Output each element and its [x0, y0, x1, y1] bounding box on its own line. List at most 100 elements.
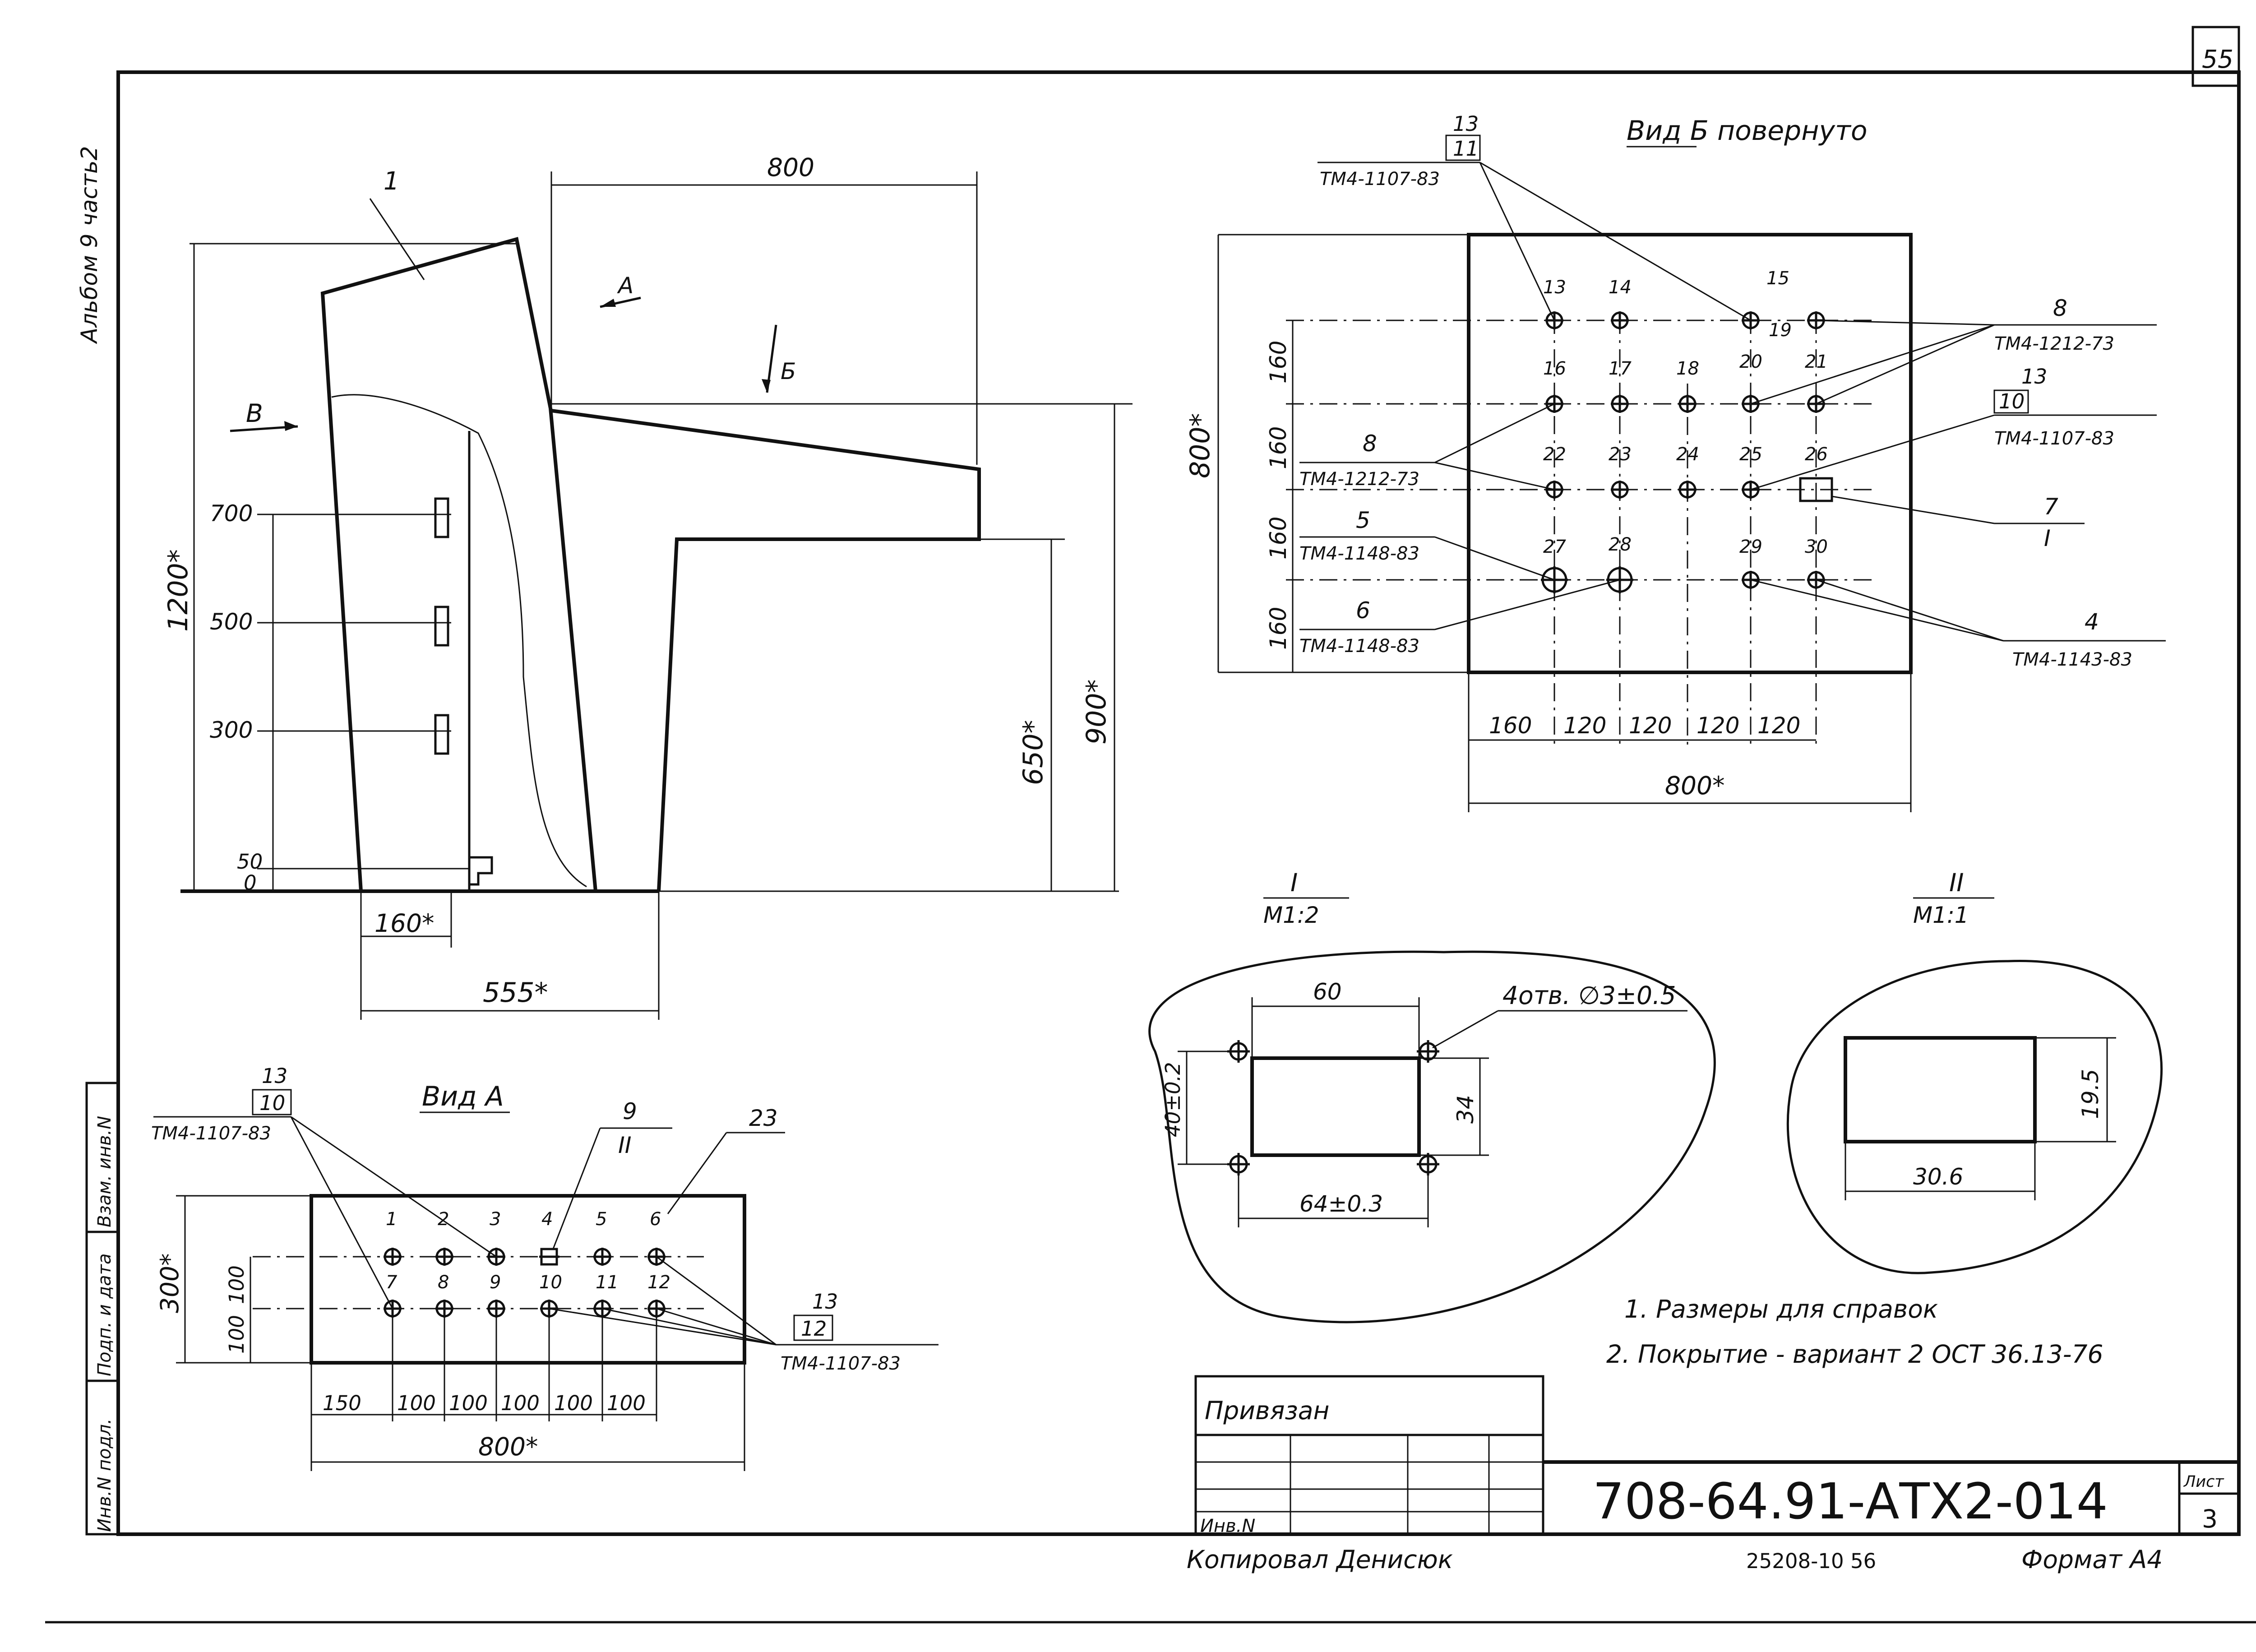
document-code: 708-64.91-АТХ2-014 — [1593, 1472, 2108, 1530]
callout-4-code: ТМ4-1143-83 — [2012, 649, 2132, 670]
callout-a-10: 10 — [259, 1091, 285, 1115]
hole-label: 24 — [1676, 444, 1699, 465]
dim-a-100-bottom: 100 — [225, 1315, 249, 1354]
hole-label: 3 — [490, 1209, 501, 1230]
dim-a-300: 300* — [155, 1254, 184, 1313]
side-stamp: Инв.N подл. Подп. и дата Взам. инв.N — [85, 1082, 120, 1536]
hole-label: 2 — [438, 1209, 449, 1230]
callout-a-9: 9 — [623, 1098, 637, 1124]
view-a-holes — [384, 1248, 666, 1318]
hole-label: 29 — [1739, 537, 1762, 557]
sheet-frame: 55 — [45, 26, 2256, 1624]
callout-13-10-code: ТМ4-1107-83 — [1994, 428, 2114, 449]
item-label-1: 1 — [384, 167, 399, 195]
dim-h-120c: 120 — [1697, 713, 1739, 739]
note-2: 2. Покрытие - вариант 2 ОСТ 36.13-76 — [1606, 1340, 2103, 1369]
view-a: Вид А 1 2 3 4 5 6 7 8 9 — [151, 1064, 938, 1471]
hole-label: 27 — [1543, 537, 1566, 557]
dim-h-120b: 120 — [1629, 713, 1672, 739]
hole-label: 26 — [1805, 444, 1828, 465]
hole-label: 11 — [596, 1272, 619, 1293]
callout-13-10-mid: 10 — [1999, 389, 2025, 413]
dim-h-120d: 120 — [1757, 713, 1800, 739]
dim-160-v2: 160 — [1265, 426, 1291, 469]
detail-1-title: I — [1290, 868, 1298, 897]
dim-base-left: 160* — [374, 909, 434, 938]
title-block: Привязан Инв.N 708-64.91-АТХ2-014 Лист 3… — [1187, 1375, 2240, 1574]
hole-label: 15 — [1766, 268, 1789, 289]
detail-2-height: 19.5 — [2077, 1069, 2103, 1119]
callout-4: 4 — [2085, 609, 2099, 635]
view-b: Вид Б повернуто — [1184, 112, 2166, 812]
level-0: 0 — [244, 871, 257, 895]
dim-800-horizontal: 800* — [1665, 771, 1724, 800]
level-300: 300 — [210, 717, 253, 743]
note-1: 1. Размеры для справок — [1624, 1295, 1938, 1323]
detail-1-height-out: 40±0.2 — [1161, 1062, 1185, 1137]
callout-13-11-code: ТМ4-1107-83 — [1320, 169, 1440, 190]
callout-a-12: 12 — [801, 1317, 827, 1341]
callout-a-9-detail: II — [618, 1132, 632, 1158]
side-stamp-inv: Инв.N подл. — [94, 1418, 115, 1532]
copied-by: Копировал Денисюк — [1187, 1545, 1453, 1574]
callout-8-left-code: ТМ4-1212-73 — [1299, 469, 1419, 490]
callout-13-11-top: 13 — [1453, 112, 1479, 136]
hole-label: 19 — [1769, 320, 1792, 341]
view-a-title: Вид А — [422, 1081, 504, 1112]
dim-a-100c: 100 — [501, 1391, 540, 1415]
dim-height-total: 1200* — [162, 549, 194, 632]
hole-label: 21 — [1805, 352, 1828, 372]
callout-7: 7 — [2044, 494, 2058, 520]
dim-a-100e: 100 — [607, 1391, 646, 1415]
page-number: 55 — [2202, 45, 2233, 74]
hole-label: 10 — [539, 1272, 562, 1293]
detail-2: II М1:1 19.5 30.6 — [1787, 868, 2163, 1274]
dim-160-v3: 160 — [1265, 517, 1291, 560]
callout-a-23: 23 — [749, 1105, 778, 1131]
hole-label: 5 — [596, 1209, 607, 1230]
hole-label: 28 — [1609, 534, 1632, 555]
dim-160-v1: 160 — [1265, 341, 1291, 384]
callout-8-left: 8 — [1363, 430, 1377, 457]
dim-width-top: 800 — [767, 153, 814, 182]
hole-label: 13 — [1543, 277, 1566, 298]
dim-a-800: 800* — [478, 1432, 538, 1461]
level-700: 700 — [210, 500, 253, 527]
callout-5-code: ТМ4-1148-83 — [1299, 543, 1419, 564]
callout-7-detail: I — [2044, 525, 2051, 551]
detail-2-title: II — [1949, 868, 1964, 897]
callout-6-code: ТМ4-1148-83 — [1299, 636, 1419, 657]
list-number: 3 — [2202, 1504, 2218, 1533]
view-b-title: Вид Б повернуто — [1627, 115, 1868, 147]
hole-label: 25 — [1739, 444, 1762, 465]
detail-1-width-in: 60 — [1313, 979, 1342, 1005]
view-arrow-v: В — [246, 399, 263, 428]
privyazan-label: Привязан — [1205, 1396, 1329, 1425]
view-arrow-a: А — [617, 273, 633, 299]
level-50: 50 — [237, 850, 263, 874]
hole-label: 20 — [1739, 352, 1762, 372]
dim-height-table: 650* — [1017, 720, 1049, 785]
hole-label: 9 — [490, 1272, 501, 1293]
hole-label: 14 — [1609, 277, 1632, 298]
hole-label: 18 — [1676, 358, 1699, 379]
hole-label: 12 — [647, 1272, 670, 1293]
hole-label: 17 — [1609, 358, 1632, 379]
detail-2-scale: М1:1 — [1913, 902, 1969, 928]
dim-800-vertical: 800* — [1184, 413, 1216, 478]
callout-a-code: ТМ4-1107-83 — [151, 1123, 271, 1144]
hole-label: 4 — [541, 1209, 553, 1230]
hole-label: 16 — [1543, 358, 1566, 379]
inv-label: Инв.N — [1200, 1516, 1255, 1536]
hole-label: 7 — [386, 1272, 398, 1293]
main-view: 700 500 300 50 0 1200* 800 900* 650* 160… — [162, 153, 1133, 1020]
dim-a-100b: 100 — [449, 1391, 488, 1415]
hole-label: 1 — [386, 1209, 397, 1230]
order-number: 25208-10 56 — [1746, 1549, 1876, 1573]
hole-label: 22 — [1543, 444, 1566, 465]
album-label: Альбом 9 часть2 — [76, 146, 102, 344]
detail-1-scale: М1:2 — [1263, 902, 1319, 928]
callout-8-right-code: ТМ4-1212-73 — [1994, 333, 2114, 354]
callout-a-13b: 13 — [812, 1290, 838, 1314]
